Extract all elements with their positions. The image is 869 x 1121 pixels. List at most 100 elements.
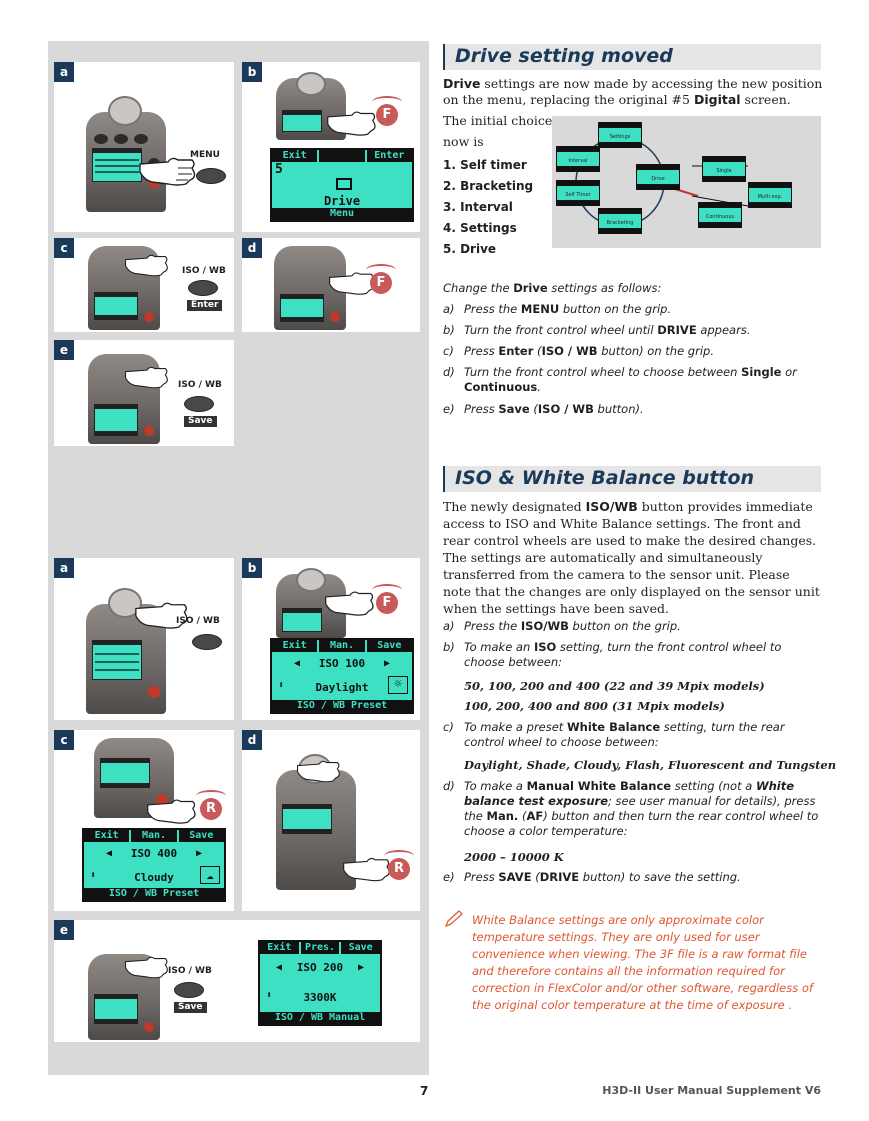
panel-top-a: a MENU (54, 62, 234, 232)
wheel-rotation-arc (384, 850, 414, 862)
panel-letter: c (54, 238, 74, 258)
initial-line-2: now is (443, 134, 484, 149)
pointing-hand-icon (147, 799, 196, 824)
panel-top-e: e ISO / WB Save (54, 340, 234, 446)
footer-doc-title: H3D-II User Manual Supplement V6 (602, 1084, 821, 1097)
iso-wb-button (184, 396, 214, 412)
step-bold: DRIVE (657, 323, 697, 337)
step-text: ( (533, 344, 542, 358)
lcd-save: Save (178, 830, 224, 842)
step-text: button) on the grip. (597, 344, 714, 358)
step-letter: d) (443, 779, 455, 793)
step-text: To make an (464, 640, 534, 654)
list-item: 2. Bracketing (443, 179, 534, 193)
step-bold: Save (498, 402, 530, 416)
step-text: ) button and then turn the rear control … (464, 809, 819, 838)
drive-step: d)Turn the front control wheel to choose… (443, 365, 821, 395)
step-letter: c) (443, 720, 454, 734)
step-text: ( (529, 402, 538, 416)
iso-wb-button (188, 280, 218, 296)
step-bold: AF (526, 809, 544, 823)
step-bold: SAVE (498, 870, 532, 884)
mini-screen-label: Continuous (705, 214, 735, 220)
iso-wb-label: ISO / WB (182, 266, 226, 276)
pointing-hand-icon (124, 956, 168, 979)
menu-label: MENU (190, 150, 220, 160)
lcd-man: Man. (131, 830, 177, 842)
drive-section-header: Drive setting moved (443, 44, 821, 70)
iso-step-c: c)To make a preset White Balance setting… (443, 720, 821, 750)
step-text: Press the (464, 302, 521, 316)
step-text: button). (593, 402, 644, 416)
mini-screen-label: Single (716, 168, 732, 174)
step-text: or (781, 365, 797, 379)
pointing-hand-icon (296, 760, 340, 783)
step-letter: e) (443, 870, 455, 884)
step-text: Press (464, 870, 499, 884)
step-text: Turn the front control wheel until (464, 323, 658, 337)
panel-top-c: c ISO / WB Enter (54, 238, 234, 332)
drive-intro: Drive settings are now made by accessing… (443, 76, 823, 108)
change-text-drive: Drive (513, 281, 548, 295)
camera-grip (86, 96, 176, 216)
step-bold: MENU (520, 302, 560, 316)
list-item: 4. Settings (443, 221, 517, 235)
lcd-main-label: Drive (323, 194, 361, 208)
iso-step-e: e)Press SAVE (DRIVE button) to save the … (443, 870, 821, 885)
step-text: setting, turn the front control wheel to… (464, 640, 782, 669)
white-balance-note: White Balance settings are only approxim… (472, 913, 813, 1012)
wheel-rotation-arc (366, 264, 396, 276)
iso-step-d: d) To make a Manual White Balance setting… (443, 779, 821, 839)
front-wheel-badge: F (370, 272, 392, 294)
camera-grip (88, 948, 168, 1040)
step-text: setting (not a (671, 779, 756, 793)
lcd-save: Save (341, 942, 381, 954)
change-text-c: settings as follows: (547, 281, 662, 295)
panel-bottom-d: d R (242, 730, 420, 911)
lcd-wb-value: Daylight (315, 681, 369, 694)
enter-tag: Enter (187, 300, 223, 311)
lcd-temp-value: 3300K (303, 991, 337, 1004)
step-bold: ISO (533, 640, 557, 654)
lcd-exit: Exit (84, 830, 130, 842)
camera-grip (86, 588, 176, 714)
lcd-footer: Menu (272, 208, 412, 220)
updown-arrow-icon: ⬍ (278, 680, 285, 691)
pointing-hand-icon (124, 254, 168, 277)
mini-screen-label: Multi exp. (757, 194, 783, 200)
step-bold-italic: White balance test exposure (464, 779, 795, 808)
menu-flow-diagram: Settings Interval Drive Self Timer Brack… (552, 116, 821, 248)
lcd-enter: Enter (366, 150, 412, 162)
temp-range-line: 2000 – 10000 K (464, 850, 564, 864)
left-arrow-icon: ◀ (276, 962, 283, 973)
lcd-iso-value: ISO 400 (130, 847, 178, 860)
step-text: To make a (464, 779, 527, 793)
lcd-exit: Exit (272, 150, 318, 162)
drive-icon (336, 178, 352, 190)
step-text: appears. (696, 323, 751, 337)
lcd-iso-value: ISO 100 (318, 657, 366, 670)
step-text: Press (464, 344, 499, 358)
iso-values-line-2: 100, 200, 400 and 800 (31 Mpix models) (464, 699, 725, 713)
iso-values-line-1: 50, 100, 200 and 400 (22 and 39 Mpix mod… (464, 679, 765, 693)
iso-intro: The newly designated ISO/WB button provi… (443, 498, 821, 617)
initial-line-1: The initial choice (443, 113, 553, 128)
step-letter: a) (443, 302, 455, 316)
step-text: button) to save the setting. (579, 870, 741, 884)
step-text: ; see user manual for details), press th… (464, 794, 816, 823)
lcd-footer: ISO / WB Preset (272, 700, 412, 712)
initial-choice-list: 1. Self timer 2. Bracketing 3. Interval … (443, 155, 533, 260)
panel-letter: b (242, 558, 262, 578)
drive-step: b)Turn the front control wheel until DRI… (443, 323, 821, 338)
panel-letter: d (242, 238, 262, 258)
step-bold: Manual White Balance (526, 779, 672, 793)
lcd-man: Man. (319, 640, 365, 652)
drive-step: c)Press Enter (ISO / WB button) on the g… (443, 344, 821, 359)
mini-screen-label: Drive (651, 176, 665, 182)
